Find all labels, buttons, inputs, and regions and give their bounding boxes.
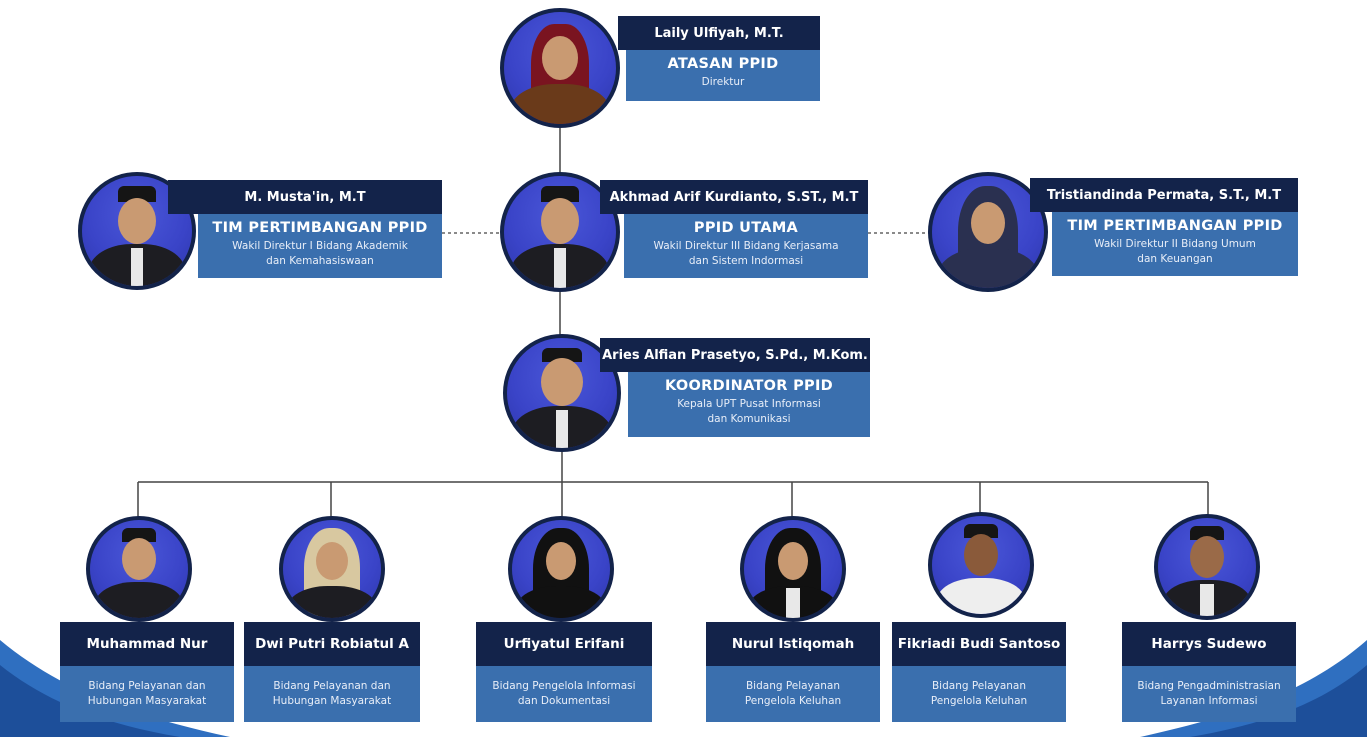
role-box: TIM PERTIMBANGAN PPID Wakil Direktur II … xyxy=(1052,212,1298,276)
portrait-photo xyxy=(86,516,192,622)
portrait-photo xyxy=(279,516,385,622)
role-box: PPID UTAMA Wakil Direktur III Bidang Ker… xyxy=(624,214,868,278)
person-name: Aries Alfian Prasetyo, S.Pd., M.Kom. xyxy=(600,338,870,372)
portrait-photo xyxy=(500,8,620,128)
person-name: Akhmad Arif Kurdianto, S.ST., M.T xyxy=(600,180,868,214)
role-box: KOORDINATOR PPID Kepala UPT Pusat Inform… xyxy=(628,372,870,437)
role-box: TIM PERTIMBANGAN PPID Wakil Direktur I B… xyxy=(198,214,442,278)
staff-name: Nurul Istiqomah xyxy=(706,622,880,666)
portrait-photo xyxy=(928,512,1034,618)
role-box: ATASAN PPID Direktur xyxy=(626,50,820,101)
portrait-photo xyxy=(1154,514,1260,620)
portrait-photo xyxy=(740,516,846,622)
staff-name: Dwi Putri Robiatul A xyxy=(244,622,420,666)
portrait-photo xyxy=(500,172,620,292)
role-title: TIM PERTIMBANGAN PPID xyxy=(1067,218,1283,234)
role-title: ATASAN PPID xyxy=(667,56,779,72)
role-title: PPID UTAMA xyxy=(693,220,799,236)
staff-name: Muhammad Nur xyxy=(60,622,234,666)
staff-name: Harrys Sudewo xyxy=(1122,622,1296,666)
portrait-photo xyxy=(508,516,614,622)
portrait-photo xyxy=(928,172,1048,292)
role-title: TIM PERTIMBANGAN PPID xyxy=(212,220,428,236)
staff-name: Fikriadi Budi Santoso xyxy=(892,622,1066,666)
person-name: Laily Ulfiyah, M.T. xyxy=(618,16,820,50)
staff-name: Urfiyatul Erifani xyxy=(476,622,652,666)
person-name: M. Musta'in, M.T xyxy=(168,180,442,214)
role-title: KOORDINATOR PPID xyxy=(665,378,833,394)
role-description: Direktur xyxy=(701,76,745,88)
person-name: Tristiandinda Permata, S.T., M.T xyxy=(1030,178,1298,212)
